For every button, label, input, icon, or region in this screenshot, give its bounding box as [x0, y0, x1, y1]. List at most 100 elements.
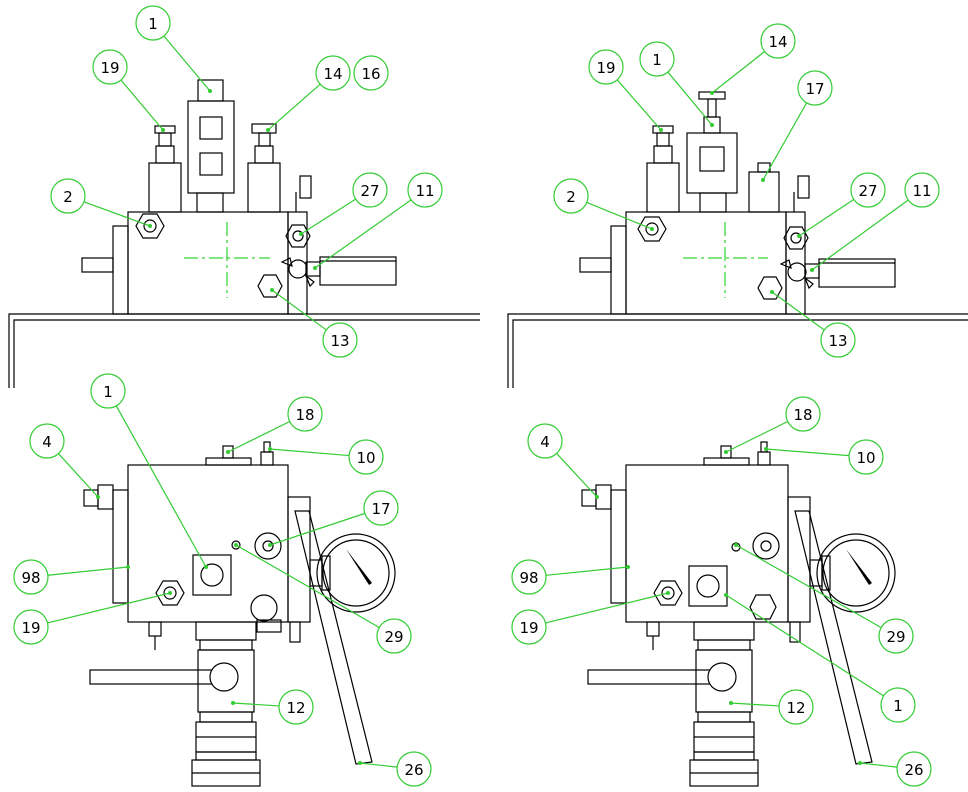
leader-dot	[764, 447, 768, 451]
leader-line	[227, 420, 291, 453]
fitting11-ball	[288, 259, 308, 279]
item17-inner	[760, 540, 772, 552]
leader-dot	[168, 591, 172, 595]
leader-line	[115, 405, 207, 568]
base-bracket-outer	[507, 313, 968, 388]
leader-dot	[650, 227, 654, 231]
valve14-stem	[258, 132, 271, 147]
leader-dot	[161, 128, 165, 132]
callout-bubble	[778, 689, 814, 725]
callout-number: 1	[652, 51, 662, 69]
stem18	[222, 445, 234, 459]
callout-bubble	[92, 49, 128, 85]
callout-1: 1	[724, 593, 916, 723]
item1-square	[192, 554, 232, 596]
callout-number: 27	[360, 182, 379, 200]
view-front-right	[581, 441, 896, 787]
leader-dot	[270, 288, 274, 292]
handle-bar	[587, 669, 714, 685]
bottom-knob	[250, 594, 278, 622]
fitting11-wing-right	[304, 274, 315, 288]
valve19-stem	[158, 132, 172, 147]
callout-16: 16	[353, 55, 389, 91]
callout-17: 17	[268, 490, 399, 547]
callout-14: 14	[710, 23, 796, 95]
callout-bubble	[29, 423, 65, 459]
callout-13: 13	[770, 290, 856, 358]
callout-26: 26	[358, 751, 432, 787]
callout-number: 18	[295, 406, 314, 424]
leader-dot	[299, 232, 303, 236]
leader-dot	[231, 701, 235, 705]
valve19-body	[148, 162, 182, 213]
callout-bubble	[13, 559, 49, 595]
base-bracket-inner	[13, 319, 480, 388]
valve19-stem	[656, 132, 670, 147]
leader-line	[271, 289, 327, 331]
callout-1: 1	[135, 5, 212, 93]
leader-dot	[226, 450, 230, 454]
leader-line	[83, 201, 151, 227]
callout-number: 14	[323, 65, 342, 83]
callout-number: 12	[286, 699, 305, 717]
leader-line	[735, 544, 882, 629]
cylinder-body	[818, 258, 896, 288]
end-plate-left	[610, 225, 627, 315]
fitting-ring-2	[195, 751, 257, 761]
callout-19: 19	[92, 49, 165, 132]
callout-98: 98	[13, 559, 130, 595]
callout-bubble	[376, 618, 412, 654]
callout-2: 2	[553, 178, 654, 231]
handle-bar	[89, 669, 216, 685]
stem-ring	[697, 639, 751, 651]
callout-2: 2	[50, 178, 152, 228]
gauge-flange	[821, 555, 831, 591]
callout-number: 17	[805, 80, 824, 98]
leader-dot	[770, 290, 774, 294]
leader-dot	[208, 89, 212, 93]
leader-line	[725, 594, 885, 697]
leader-dot	[626, 565, 630, 569]
base-bracket-inner	[512, 319, 968, 388]
leader-dot	[234, 543, 238, 547]
leader-dot	[358, 761, 362, 765]
item1-square	[688, 565, 728, 607]
callout-bubble	[588, 49, 624, 85]
callout-number: 1	[148, 15, 158, 33]
leader-line	[47, 592, 171, 624]
fitting27-bore	[292, 230, 304, 242]
leader-line	[762, 102, 808, 181]
valve1-stem	[196, 192, 224, 213]
callout-4: 4	[527, 423, 599, 499]
gauge-needle	[846, 549, 872, 585]
valve1-window	[699, 146, 725, 172]
callout-bubble	[878, 618, 914, 654]
callout-bubble	[396, 751, 432, 787]
gauge-face	[322, 539, 390, 607]
end-plate-98	[112, 489, 129, 604]
callout-18: 18	[724, 396, 821, 454]
valve19-body	[646, 162, 680, 213]
callout-bubble	[896, 751, 932, 787]
callout-12: 12	[729, 689, 814, 725]
callout-bubble	[785, 396, 821, 432]
leader-line	[545, 566, 629, 576]
item17-inner	[262, 540, 274, 552]
callout-bubble	[135, 5, 171, 41]
leader-line	[765, 448, 850, 457]
side-plate	[785, 211, 806, 315]
callout-number: 1	[893, 697, 903, 715]
leader-line	[771, 291, 825, 331]
cylinder-body	[319, 256, 397, 286]
leader-dot	[659, 128, 663, 132]
valve19-neck	[653, 145, 673, 164]
callout-number: 10	[356, 449, 375, 467]
leader-line	[267, 83, 321, 131]
fitting19-bore	[163, 586, 177, 600]
callout-number: 98	[519, 569, 538, 587]
left-stub	[579, 257, 612, 273]
callout-bubble	[90, 373, 126, 409]
lever26	[294, 510, 373, 765]
